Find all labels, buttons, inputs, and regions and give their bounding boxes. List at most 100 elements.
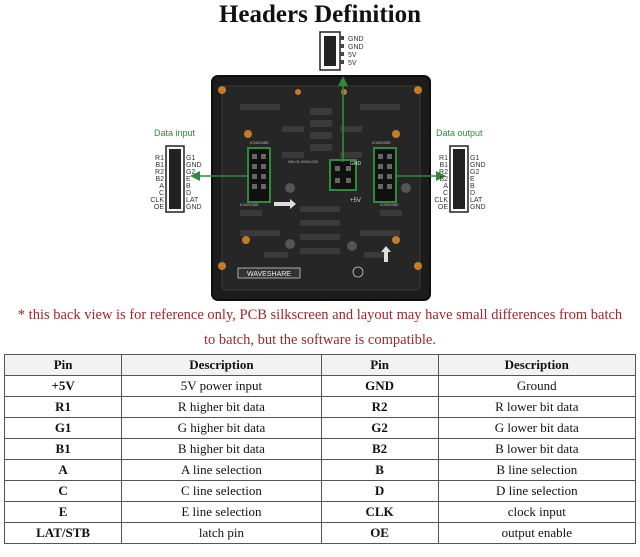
output-left-pin-3: B2 xyxy=(439,176,448,183)
output-right-pin-0: G1 xyxy=(470,155,479,162)
board-brand: WAVESHARE xyxy=(247,271,291,278)
data-input-label: Data input xyxy=(154,128,196,138)
description-cell: Ground xyxy=(437,375,637,397)
input-right-pin-4: B xyxy=(186,183,191,190)
output-right-pin-1: GND xyxy=(470,162,486,169)
input-left-pin-3: B2 xyxy=(155,176,164,183)
description-cell: G lower bit data xyxy=(437,417,637,439)
pin-cell: D xyxy=(320,480,439,502)
output-left-pin-0: R1 xyxy=(439,155,448,162)
input-right-pin-7: GND xyxy=(186,204,202,211)
pin-cell: B1 xyxy=(3,438,123,460)
description-cell: R higher bit data xyxy=(121,396,322,418)
led-panel-board: ICN2038S ICN2038S ICN2038S ICN2038S W6-0… xyxy=(211,75,431,301)
data-output-connector: Data output R1 B1 R2 B2 A C CLK OE G1 GN… xyxy=(434,128,486,213)
pin-cell: G2 xyxy=(320,417,439,439)
output-right-pin-4: B xyxy=(470,183,475,190)
output-right-pin-7: GND xyxy=(470,204,486,211)
output-right-pin-2: G2 xyxy=(470,169,479,176)
output-left-pin-4: A xyxy=(443,183,448,190)
input-left-pin-7: OE xyxy=(154,204,164,211)
output-left-pin-7: OE xyxy=(438,204,448,211)
description-cell: E line selection xyxy=(121,501,322,523)
input-right-pin-3: E xyxy=(186,176,191,183)
board-arrow-right-icon xyxy=(274,199,296,209)
input-left-pin-1: B1 xyxy=(155,162,164,169)
top-pin-label-1: GND xyxy=(348,44,364,51)
pin-definition-table: Pin Description Pin Description +5V 5V p… xyxy=(3,354,637,544)
pin-cell: R2 xyxy=(320,396,439,418)
arrow-up-icon xyxy=(338,76,348,86)
reference-note-line-1: * this back view is for reference only, … xyxy=(17,307,623,323)
input-right-pin-0: G1 xyxy=(186,155,195,162)
output-right-pin-6: LAT xyxy=(470,197,483,204)
description-cell: latch pin xyxy=(121,522,322,544)
table-header-row: Pin Description Pin Description xyxy=(3,354,637,376)
board-arrow-up-icon xyxy=(381,246,391,262)
board-code-2: ICN2038S xyxy=(240,202,259,207)
board-code-0: ICN2038S xyxy=(250,140,269,145)
pin-cell: A xyxy=(3,459,123,481)
input-left-pin-2: R2 xyxy=(155,169,164,176)
input-right-pin-6: LAT xyxy=(186,197,199,204)
header-description: Description xyxy=(437,354,637,376)
pin-cell: B xyxy=(320,459,439,481)
data-input-connector: Data input R1 B1 R2 B2 A C CLK OE G1 GND… xyxy=(150,128,202,213)
pin-cell: OE xyxy=(320,522,439,544)
pin-cell: E xyxy=(3,501,123,523)
description-cell: B higher bit data xyxy=(121,438,322,460)
input-left-pin-4: A xyxy=(159,183,164,190)
input-right-pin-2: G2 xyxy=(186,169,195,176)
pin-cell: G1 xyxy=(3,417,123,439)
pin-cell: R1 xyxy=(3,396,123,418)
board-code-3: ICN2038S xyxy=(380,202,399,207)
description-cell: output enable xyxy=(437,522,637,544)
data-output-label: Data output xyxy=(436,128,483,138)
description-cell: G higher bit data xyxy=(121,417,322,439)
description-cell: C line selection xyxy=(121,480,322,502)
header-pin: Pin xyxy=(3,354,123,376)
output-right-pin-3: E xyxy=(470,176,475,183)
top-pin-label-3: 5V xyxy=(348,60,357,67)
reference-note-line-2: to batch, but the software is compatible… xyxy=(204,332,436,348)
output-left-pin-6: CLK xyxy=(434,197,448,204)
table-row: G1 G higher bit data G2 G lower bit data xyxy=(3,417,637,439)
top-pin-label-2: 5V xyxy=(348,52,357,59)
pin-cell: +5V xyxy=(3,375,123,397)
input-right-pin-5: D xyxy=(186,190,191,197)
table-row: E E line selection CLK clock input xyxy=(3,501,637,523)
description-cell: D line selection xyxy=(437,480,637,502)
header-description: Description xyxy=(121,354,322,376)
arrow-right-icon xyxy=(436,171,446,181)
description-cell: A line selection xyxy=(121,459,322,481)
pin-cell: CLK xyxy=(320,501,439,523)
arrow-left-icon xyxy=(190,171,200,181)
output-right-pin-5: D xyxy=(470,190,475,197)
top-power-connector: GND GND 5V 5V xyxy=(319,31,364,71)
pin-cell: GND xyxy=(320,375,439,397)
pin-cell: B2 xyxy=(320,438,439,460)
board-gnd-label: GND xyxy=(350,161,362,167)
table-row: C C line selection D D line selection xyxy=(3,480,637,502)
page-title: Headers Definition xyxy=(218,1,422,28)
description-cell: R lower bit data xyxy=(437,396,637,418)
table-row: B1 B higher bit data B2 B lower bit data xyxy=(3,438,637,460)
board-code-4: W6-01-0004-020 xyxy=(288,159,319,164)
description-cell: B line selection xyxy=(437,459,637,481)
top-pin-label-0: GND xyxy=(348,36,364,43)
header-pin: Pin xyxy=(320,354,439,376)
table-row: LAT/STB latch pin OE output enable xyxy=(3,522,637,544)
input-right-pin-1: GND xyxy=(186,162,202,169)
pin-cell: C xyxy=(3,480,123,502)
output-left-pin-1: B1 xyxy=(439,162,448,169)
output-left-pin-5: C xyxy=(443,190,448,197)
pin-cell: LAT/STB xyxy=(3,522,123,544)
input-left-pin-6: CLK xyxy=(150,197,164,204)
output-left-pin-2: R2 xyxy=(439,169,448,176)
description-cell: 5V power input xyxy=(121,375,322,397)
input-left-pin-0: R1 xyxy=(155,155,164,162)
board-5v-label: +5V xyxy=(350,198,361,204)
table-row: R1 R higher bit data R2 R lower bit data xyxy=(3,396,637,418)
description-cell: clock input xyxy=(437,501,637,523)
board-code-1: ICN2038S xyxy=(372,140,391,145)
